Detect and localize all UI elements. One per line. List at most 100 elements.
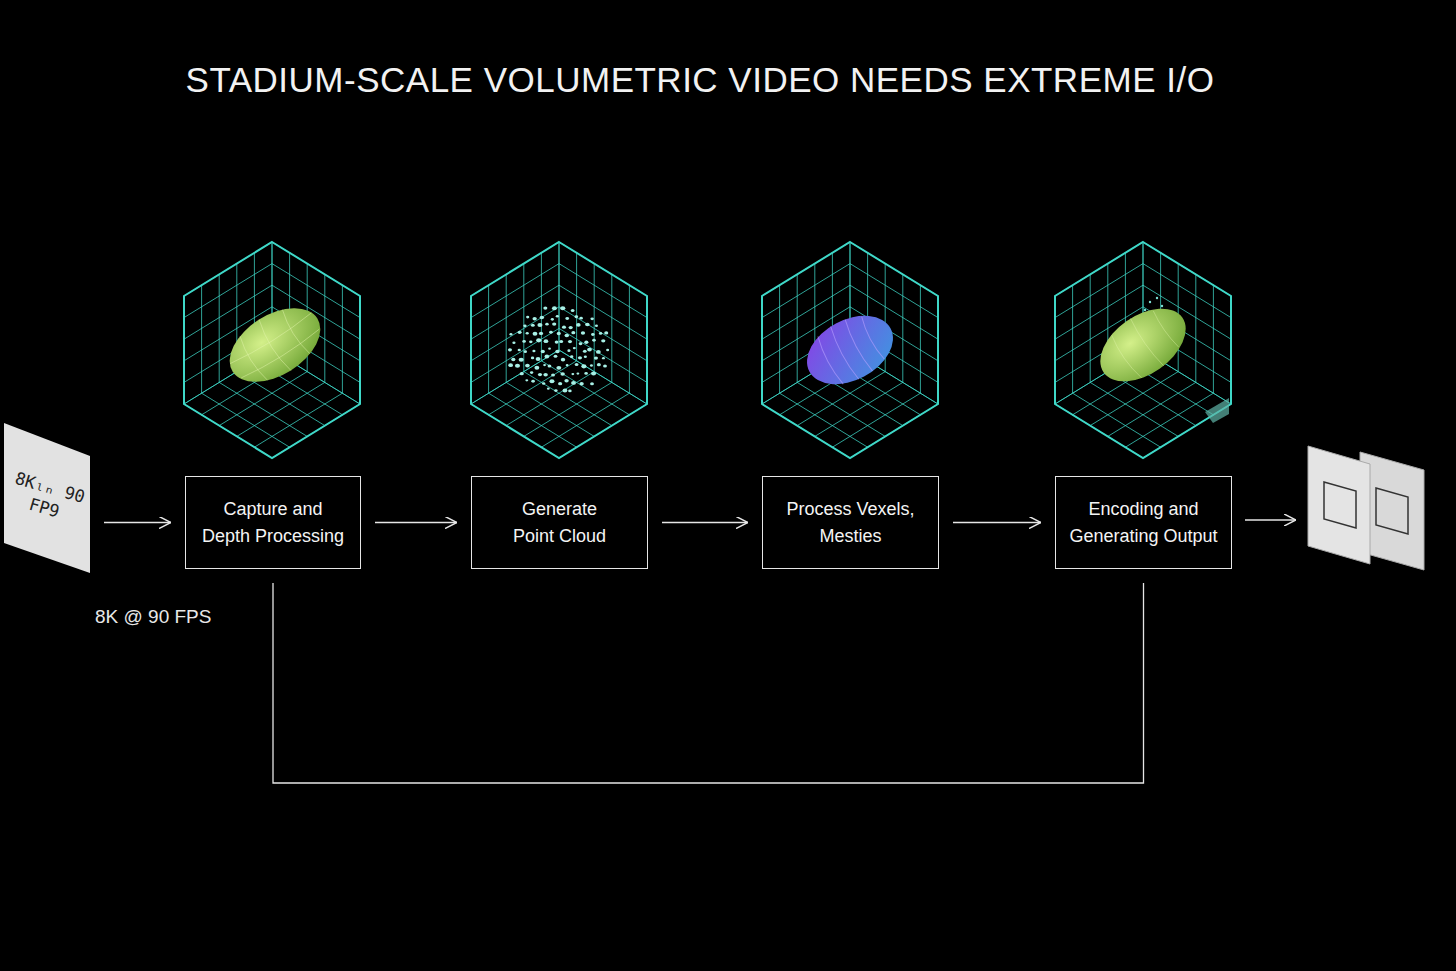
box-text: Process Vexels, Mesties bbox=[776, 496, 926, 550]
grid-line bbox=[815, 382, 903, 436]
point bbox=[556, 315, 559, 318]
flow-arrow bbox=[953, 522, 1041, 523]
point bbox=[591, 333, 595, 336]
green-ellipsoid bbox=[1087, 294, 1199, 397]
hexagon-outline bbox=[1055, 242, 1231, 458]
point bbox=[526, 332, 529, 335]
point bbox=[533, 332, 538, 336]
point bbox=[518, 349, 521, 352]
point bbox=[525, 379, 528, 381]
point bbox=[565, 317, 569, 320]
flow-arrow bbox=[375, 522, 457, 523]
point bbox=[571, 373, 574, 375]
grid-line bbox=[920, 285, 921, 393]
point bbox=[512, 341, 515, 344]
point bbox=[595, 325, 598, 327]
grid-line bbox=[471, 350, 559, 404]
point bbox=[547, 388, 550, 390]
point bbox=[531, 357, 534, 360]
point bbox=[536, 357, 541, 361]
point bbox=[555, 350, 559, 354]
box-text: Encoding and Generating Output bbox=[1064, 496, 1224, 550]
grid-line bbox=[797, 274, 798, 382]
cube-grid bbox=[471, 242, 647, 458]
grid-line bbox=[523, 264, 524, 372]
point bbox=[596, 350, 601, 354]
point bbox=[583, 350, 587, 353]
grid-line bbox=[202, 393, 290, 447]
point bbox=[541, 350, 545, 353]
grid-line bbox=[541, 361, 629, 415]
point bbox=[560, 306, 565, 310]
grid-line bbox=[1073, 393, 1161, 447]
point bbox=[539, 332, 543, 335]
grid-line bbox=[559, 328, 647, 382]
point bbox=[587, 348, 592, 352]
grid-line bbox=[850, 264, 938, 318]
point bbox=[545, 355, 550, 359]
point bbox=[575, 363, 579, 366]
grid-line bbox=[559, 350, 647, 404]
point bbox=[585, 323, 590, 327]
grid-line bbox=[488, 285, 489, 393]
grid-line bbox=[324, 274, 325, 382]
flow-arrow bbox=[104, 522, 171, 523]
point bbox=[534, 366, 539, 370]
box-text: Generate Point Cloud bbox=[504, 496, 616, 550]
grid-line bbox=[254, 393, 342, 447]
input-card: 8Kₗₙ 90 FP9 bbox=[4, 423, 90, 573]
grid-line bbox=[471, 328, 559, 382]
purple-ellipsoid bbox=[795, 302, 904, 398]
hexagon-outline bbox=[471, 242, 647, 458]
hexagon-outline bbox=[184, 242, 360, 458]
point bbox=[526, 316, 529, 319]
point bbox=[543, 364, 546, 366]
point bbox=[509, 333, 512, 335]
grid-line bbox=[1195, 274, 1196, 382]
point bbox=[571, 331, 575, 334]
grid-line bbox=[524, 372, 612, 426]
point bbox=[581, 331, 585, 334]
grid-line bbox=[506, 372, 594, 426]
point bbox=[564, 379, 568, 383]
stray-dots bbox=[1144, 297, 1163, 311]
point bbox=[590, 382, 594, 385]
title: STADIUM-SCALE VOLUMETRIC VIDEO NEEDS EXT… bbox=[0, 60, 1400, 100]
output-arrow bbox=[1245, 519, 1296, 520]
point bbox=[571, 381, 576, 385]
grid-line bbox=[184, 264, 272, 318]
point bbox=[579, 317, 582, 320]
rate-label: 8K @ 90 FPS bbox=[95, 606, 211, 628]
point bbox=[561, 358, 565, 362]
grid-line bbox=[471, 264, 559, 318]
point bbox=[542, 382, 545, 385]
point bbox=[536, 338, 541, 342]
point bbox=[591, 372, 596, 376]
point bbox=[569, 326, 573, 329]
point bbox=[531, 324, 535, 327]
point bbox=[560, 372, 564, 376]
box-text: Capture and Depth Processing bbox=[198, 496, 348, 550]
point bbox=[538, 373, 542, 376]
point bbox=[581, 364, 586, 368]
point bbox=[545, 323, 548, 326]
grid-line bbox=[541, 253, 542, 361]
grid-line bbox=[489, 393, 577, 447]
grid-line bbox=[201, 285, 202, 393]
point bbox=[579, 382, 583, 385]
point bbox=[568, 390, 572, 393]
cube-grid bbox=[184, 242, 360, 458]
point bbox=[556, 366, 561, 370]
point bbox=[559, 340, 563, 343]
point bbox=[567, 349, 570, 352]
point bbox=[570, 355, 573, 358]
point bbox=[568, 340, 572, 343]
point bbox=[515, 364, 520, 368]
point bbox=[563, 389, 568, 393]
cube-grid bbox=[1055, 242, 1231, 458]
grid-line bbox=[1213, 285, 1214, 393]
point bbox=[544, 339, 549, 343]
grid-line bbox=[1108, 382, 1196, 436]
output-frames bbox=[1308, 446, 1424, 570]
point bbox=[602, 357, 605, 359]
